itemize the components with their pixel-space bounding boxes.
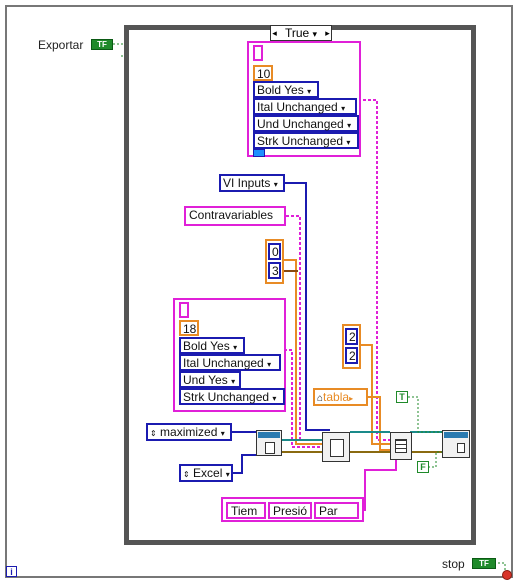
wire-mid-cluster xyxy=(284,349,322,448)
chevron-down-icon: ▾ xyxy=(273,180,278,189)
italic-ring[interactable]: Ital Unchanged ▾ xyxy=(179,354,281,371)
excel-constant[interactable]: ⇕ Excel ▾ xyxy=(179,464,233,482)
stop-label: stop xyxy=(442,557,465,571)
iteration-terminal: i xyxy=(6,566,17,577)
bold-ring[interactable]: Bold Yes ▾ xyxy=(179,337,245,354)
underline-ring-label: Und Unchanged xyxy=(257,117,344,131)
header-cell-3[interactable]: Par xyxy=(314,502,359,519)
cluster-corner-icon xyxy=(253,45,263,61)
strike-ring-label: Strk Unchanged xyxy=(257,134,344,148)
contravariables-constant[interactable]: Contravariables xyxy=(184,206,286,226)
wire-excel xyxy=(233,454,262,474)
exportar-label: Exportar xyxy=(38,38,84,52)
italic-ring[interactable]: Ital Unchanged ▾ xyxy=(253,98,357,115)
array-b-value-2[interactable]: 2 xyxy=(345,347,358,364)
chevron-down-icon: ▾ xyxy=(233,343,238,352)
wire-exportar xyxy=(113,43,127,57)
dispose-report-vi-icon[interactable] xyxy=(442,430,470,458)
chevron-down-icon: ▾ xyxy=(341,104,346,113)
maximized-constant[interactable]: ⇕ maximized ▾ xyxy=(146,423,232,441)
grid-icon xyxy=(395,439,407,453)
stop-condition-icon[interactable] xyxy=(502,570,512,580)
mid-format-cluster: 18 Bold Yes ▾ Ital Unchanged ▾ Und Yes ▾… xyxy=(173,298,286,412)
font-size-value[interactable]: 18 xyxy=(179,320,199,336)
array-b-value-1[interactable]: 2 xyxy=(345,328,358,345)
strike-ring[interactable]: Strk Unchanged ▾ xyxy=(179,388,285,405)
italic-ring-label: Ital Unchanged xyxy=(183,356,264,370)
wire-bool-t xyxy=(408,396,442,433)
chevron-down-icon: ▾ xyxy=(225,470,230,479)
stop-terminal[interactable]: TF xyxy=(472,558,496,569)
chevron-down-icon: ▾ xyxy=(347,121,352,130)
array-a-value-1[interactable]: 0 xyxy=(268,243,281,260)
chevron-down-icon: ▾ xyxy=(231,377,236,386)
bold-ring[interactable]: Bold Yes ▾ xyxy=(253,81,319,98)
vi-inputs-label: VI Inputs xyxy=(223,176,271,190)
increment-arrow-icon[interactable]: ▸ xyxy=(325,28,330,38)
bool-false-constant[interactable]: F xyxy=(417,461,429,473)
italic-ring-label: Ital Unchanged xyxy=(257,100,338,114)
header-cell-2[interactable]: Presió xyxy=(268,502,312,519)
tabla-label: tabla xyxy=(323,390,350,404)
numeric-array-b: 2 2 xyxy=(342,324,361,369)
wire-contravariables xyxy=(286,215,322,441)
exportar-terminal[interactable]: TF xyxy=(91,39,113,50)
vi-inputs-constant[interactable]: VI Inputs ▾ xyxy=(219,174,285,192)
strike-ring-label: Strk Unchanged xyxy=(183,390,270,404)
wire-bool-f xyxy=(428,451,442,468)
document-icon xyxy=(330,439,344,457)
new-report-vi-icon[interactable] xyxy=(256,430,282,456)
tabla-constant[interactable]: ⌂tabla▸ xyxy=(313,388,368,406)
decrement-arrow-icon[interactable]: ◂ xyxy=(272,28,277,38)
bold-ring-label: Bold Yes xyxy=(183,339,230,353)
excel-label: Excel xyxy=(193,466,223,480)
while-loop xyxy=(5,5,513,578)
cluster-corner-icon xyxy=(179,302,189,318)
chevron-down-icon[interactable]: ▾ xyxy=(312,29,318,39)
top-format-cluster: 10 Bold Yes ▾ Ital Unchanged ▾ Und Uncha… xyxy=(247,41,361,157)
cluster-end-icon xyxy=(253,149,265,157)
chevron-down-icon: ▾ xyxy=(307,87,312,96)
ring-arrows-icon: ⇕ xyxy=(183,470,190,479)
arrow-right-icon: ▸ xyxy=(349,394,354,403)
underline-ring-label: Und Yes xyxy=(183,373,228,387)
wire-headers xyxy=(363,458,397,511)
trash-icon xyxy=(457,443,465,453)
case-value: True xyxy=(284,26,310,40)
underline-ring[interactable]: Und Yes ▾ xyxy=(179,371,241,388)
wire-num-a xyxy=(283,259,322,445)
chevron-down-icon: ▾ xyxy=(346,138,351,147)
chevron-down-icon: ▾ xyxy=(267,360,272,369)
bool-true-constant[interactable]: T xyxy=(396,391,408,403)
array-a-value-2[interactable]: 3 xyxy=(268,262,281,279)
append-table-vi-icon[interactable] xyxy=(322,432,350,462)
wire-top-cluster xyxy=(358,99,390,441)
underline-ring[interactable]: Und Unchanged ▾ xyxy=(253,115,359,132)
chevron-down-icon: ▾ xyxy=(272,394,277,403)
wire-tabla xyxy=(368,396,390,451)
document-icon xyxy=(265,442,275,454)
vi-header-bar xyxy=(258,432,280,438)
home-icon: ⌂ xyxy=(317,393,324,404)
font-size-value[interactable]: 10 xyxy=(253,65,273,81)
ring-arrows-icon: ⇕ xyxy=(150,429,157,438)
headers-array: Tiem Presió Par xyxy=(221,497,364,522)
chevron-down-icon: ▾ xyxy=(220,429,225,438)
case-selector[interactable]: ◂ True ▾ ▸ xyxy=(270,25,332,41)
set-format-vi-icon[interactable] xyxy=(390,432,412,460)
vi-header-bar xyxy=(444,432,468,438)
bold-ring-label: Bold Yes xyxy=(257,83,304,97)
maximized-label: maximized xyxy=(160,425,218,439)
numeric-array-a: 0 3 xyxy=(265,239,284,284)
header-cell-1[interactable]: Tiem xyxy=(226,502,266,519)
strike-ring[interactable]: Strk Unchanged ▾ xyxy=(253,132,359,149)
wire-vi-inputs xyxy=(285,182,330,431)
